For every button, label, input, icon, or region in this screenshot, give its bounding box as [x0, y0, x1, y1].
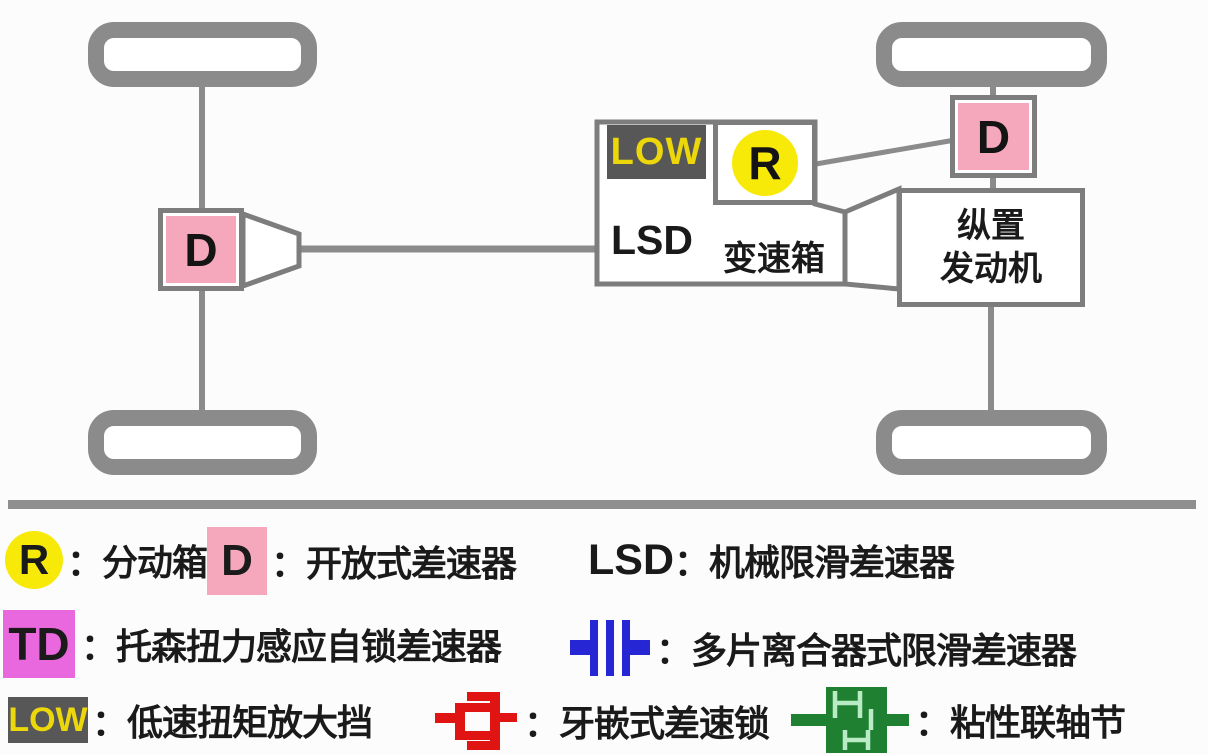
open-diff-legend-icon: D [207, 527, 267, 595]
engine-label-line1: 纵置 [957, 207, 1025, 245]
lsd-label: LSD [611, 217, 693, 263]
engine-box: 纵置 发动机 [897, 188, 1085, 307]
legend-lsd-desc: ：机械限滑差速器 [674, 542, 955, 583]
torsen-legend-icon: TD [3, 610, 75, 678]
dog-clutch-icon [435, 692, 517, 750]
legend-lsd: LSD ：机械限滑差速器 [588, 530, 955, 590]
front-diff-pinion-shape [240, 210, 302, 290]
section-divider [8, 500, 1196, 509]
low-range-badge: LOW [607, 125, 706, 179]
legend-viscous-coupling-desc: ：粘性联轴节 [915, 702, 1126, 743]
front-differential-box: D [158, 208, 244, 291]
legend-dog-clutch: ：牙嵌式差速锁 [432, 690, 770, 752]
gearbox-engine-coupling-shape [842, 185, 902, 292]
viscous-coupling-icon [791, 687, 909, 753]
legend-clutch-pack-desc: ：多片离合器式限滑差速器 [656, 630, 1077, 671]
wheel-front-right [876, 22, 1107, 87]
transfer-case-legend-icon: R [5, 531, 63, 589]
gearbox-label: 变速箱 [723, 240, 825, 278]
transfer-case-box: R [713, 120, 817, 205]
rear-differential-label: D [958, 103, 1029, 170]
legend-low-range-desc: ：低速扭矩放大挡 [92, 702, 373, 743]
lsd-legend-label: LSD [588, 535, 674, 584]
transfer-case-circle: R [732, 129, 798, 196]
rear-differential-box: D [950, 95, 1037, 178]
wheel-rear-right [876, 410, 1107, 475]
legend-open-diff: D ：开放式差速器 [207, 526, 517, 596]
engine-label-line2: 发动机 [940, 249, 1042, 288]
wheel-rear-left [88, 410, 317, 475]
legend-open-diff-desc: ：开放式差速器 [271, 543, 517, 584]
legend-dog-clutch-desc: ：牙嵌式差速锁 [524, 703, 770, 744]
legend-transfer-case: R ：分动箱 [5, 528, 208, 592]
low-range-legend-icon: LOW [8, 697, 88, 743]
legend-low-range: LOW ：低速扭矩放大挡 [8, 694, 373, 746]
legend-transfer-case-desc: ：分动箱 [67, 542, 208, 583]
legend-clutch-pack: ：多片离合器式限滑差速器 [570, 618, 1077, 678]
clutch-pack-icon [570, 620, 650, 676]
legend-torsen: TD ：托森扭力感应自锁差速器 [3, 609, 502, 679]
legend-torsen-desc: ：托森扭力感应自锁差速器 [81, 626, 502, 667]
wheel-front-left [88, 22, 317, 87]
legend-viscous-coupling: ：粘性联轴节 [791, 686, 1126, 754]
transfer-to-diff-line [809, 137, 956, 168]
front-differential-label: D [166, 216, 236, 283]
